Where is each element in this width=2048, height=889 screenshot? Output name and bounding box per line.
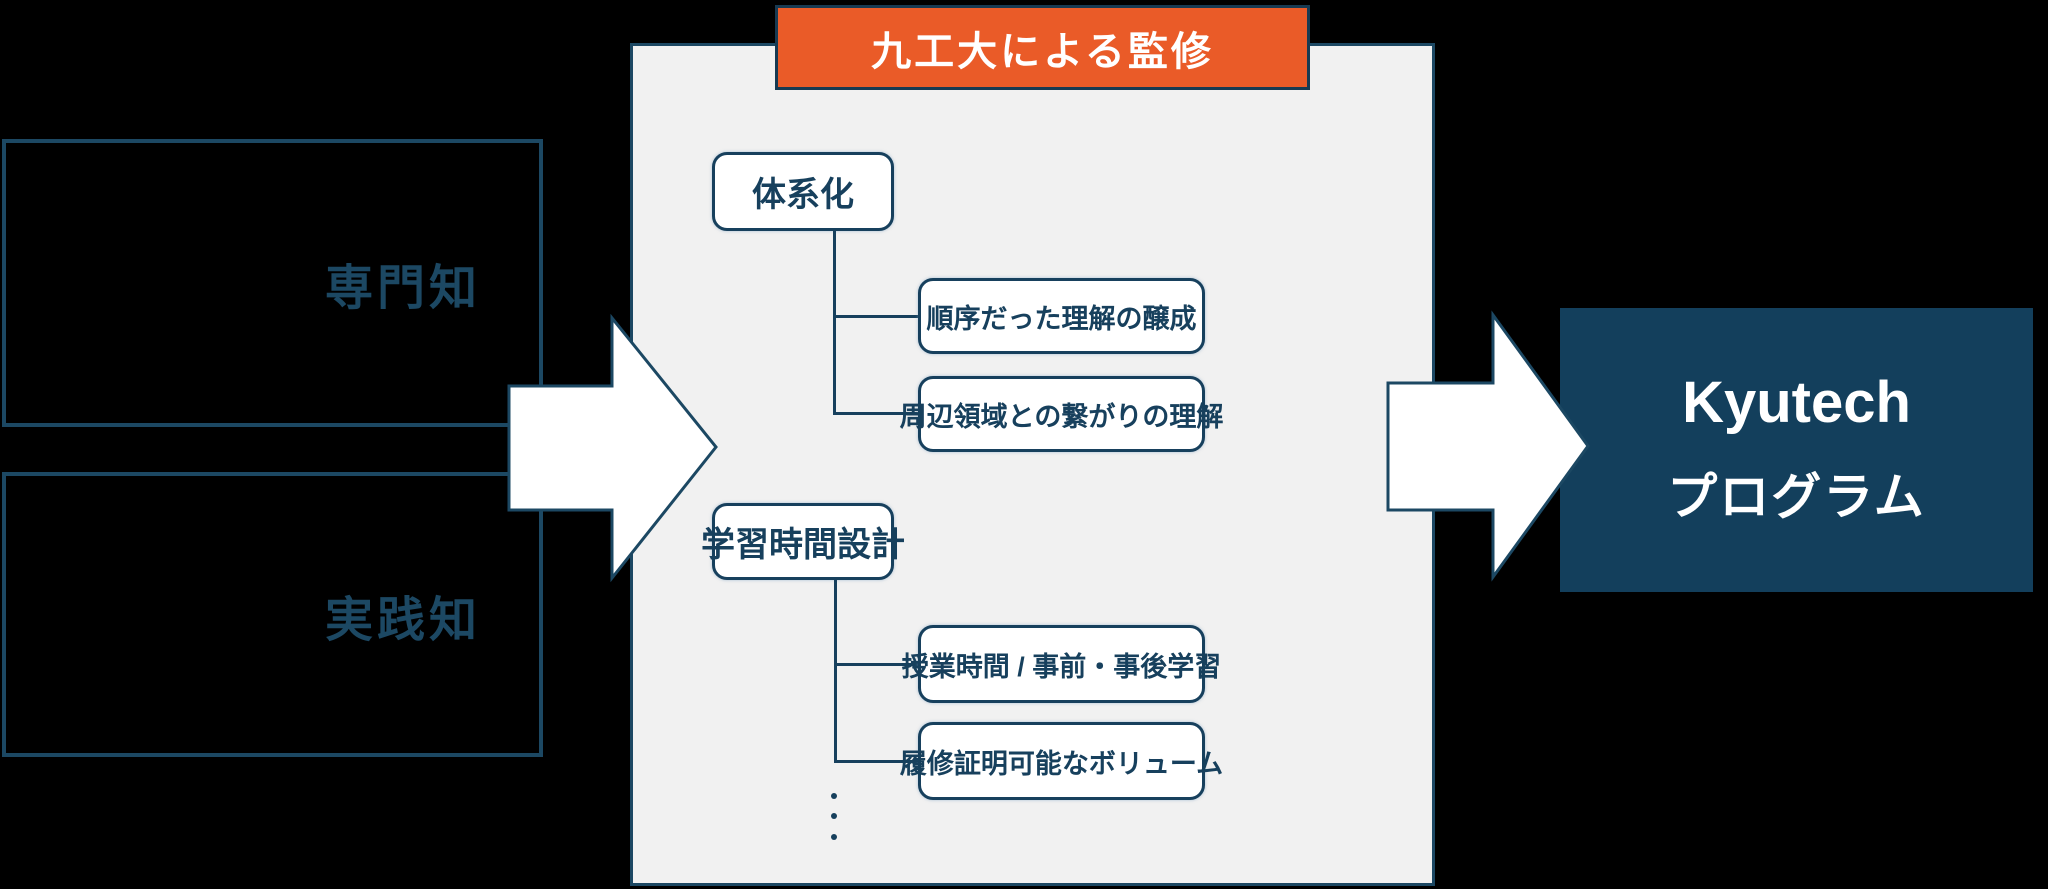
connector-stub (833, 412, 918, 415)
node-label: 履修証明可能なボリューム (899, 748, 1224, 779)
node-class-hours: 授業時間 / 事前・事後学習 (902, 625, 1221, 703)
connector-vertical (833, 230, 836, 415)
node-study-time-design: 学習時間設計 (701, 503, 905, 580)
result-box-kyutech-program: Kyutech プログラム (1560, 308, 2033, 592)
connector-vertical (834, 578, 837, 763)
node-label: 体系化 (752, 176, 854, 214)
source-box-expert-knowledge: 専門知 (2, 139, 543, 427)
node-label: 順序だった理解の醸成 (926, 303, 1197, 334)
node-ordered-understanding: 順序だった理解の醸成 (918, 278, 1205, 354)
connector-stub (833, 315, 918, 318)
node-label: 学習時間設計 (701, 526, 905, 564)
arrow-right-icon (1386, 310, 1590, 582)
source-box-practical-knowledge: 実践知 (2, 472, 543, 757)
ellipsis-dot (831, 793, 837, 799)
supervision-banner-label: 九工大による監修 (871, 29, 1214, 74)
connector-stub (834, 760, 918, 763)
ellipsis-dot (831, 813, 837, 819)
ellipsis-dot (831, 834, 837, 840)
arrow-left-icon (507, 313, 718, 583)
source-box-label: 専門知 (324, 262, 481, 315)
node-certifiable-volume: 履修証明可能なボリューム (900, 722, 1223, 800)
node-related-domains: 周辺領域との繋がりの理解 (900, 376, 1223, 452)
node-label: 授業時間 / 事前・事後学習 (901, 651, 1222, 682)
supervision-banner: 九工大による監修 (775, 5, 1310, 90)
result-line-1: Kyutech (1682, 370, 1911, 435)
connector-stub (834, 663, 918, 666)
result-line-2: プログラム (1667, 469, 1926, 525)
node-systematization: 体系化 (712, 152, 894, 231)
node-label: 周辺領域との繋がりの理解 (899, 401, 1224, 432)
source-box-label: 実践知 (324, 593, 481, 647)
